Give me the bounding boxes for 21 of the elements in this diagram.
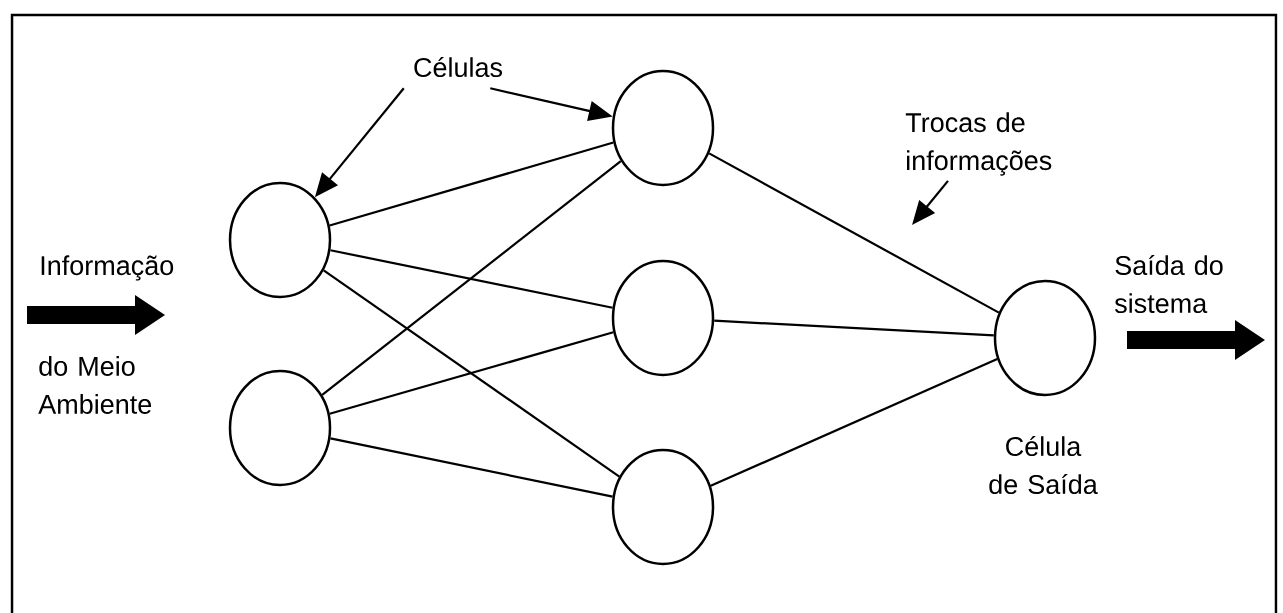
cell-circle — [993, 279, 1097, 397]
cell-circle — [228, 181, 332, 299]
caption-text: Célula de Saída — [989, 435, 1098, 495]
label-text: Saída do sistema — [1114, 254, 1223, 314]
connection-line — [710, 358, 998, 487]
cell-circle — [611, 259, 715, 377]
connection-line — [329, 141, 614, 227]
connection-line — [714, 319, 994, 337]
connection-line — [321, 160, 622, 396]
connection-line — [330, 437, 613, 498]
connection-line — [330, 249, 613, 309]
cell-circle — [611, 69, 715, 187]
label-text: do Meio Ambiente — [38, 356, 152, 414]
cell-circle — [611, 448, 715, 566]
connection-line — [329, 331, 614, 415]
connection-line — [708, 152, 1000, 314]
label-text: Informação — [41, 255, 174, 281]
label-text: Células — [414, 56, 503, 78]
connection-line — [323, 269, 620, 478]
label-text: Trocas de informações — [905, 112, 1052, 176]
cell-circle — [228, 369, 332, 487]
